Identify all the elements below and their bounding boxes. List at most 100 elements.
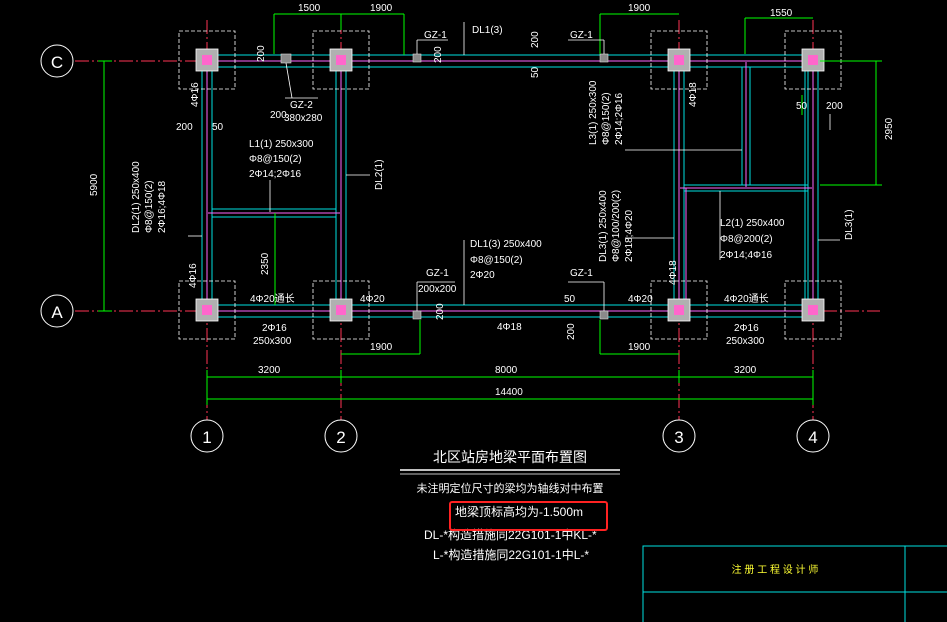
label-l1: L1(1) 250x300 [249, 139, 314, 150]
title-block-text: 注 册 工 程 设 计 师 [732, 563, 819, 576]
axis-label-2: 2 [336, 428, 345, 447]
dim-200-a: 200 [256, 45, 267, 62]
label-4f20t-right: 4Φ20通长 [724, 293, 769, 305]
label-l2-stir: Φ8@200(2) [720, 234, 773, 245]
column-c1 [178, 30, 236, 90]
label-gz1-bottom-right: GZ-1 [570, 268, 593, 279]
axis-label-1: 1 [202, 428, 211, 447]
dim-50-a: 50 [212, 122, 224, 133]
label-l3-stir: Φ8@150(2) [601, 92, 612, 145]
title-block: 北区站房地梁平面布置图 未注明定位尺寸的梁均为轴线对中布置 地梁顶标高均为-1.… [400, 449, 620, 562]
axis-label-c: C [51, 53, 63, 72]
dim-50-b: 50 [796, 101, 808, 112]
axis-bubble-1 [190, 419, 224, 453]
label-2f16-left: 2Φ16 [262, 323, 287, 334]
axis-label-4: 4 [808, 428, 817, 447]
dim-1900-bottom-right: 1900 [628, 342, 651, 353]
label-4f16-c1: 4Φ16 [190, 82, 201, 107]
label-gz2-size: 380x280 [284, 113, 323, 124]
label-dl1-3-stir: Φ8@150(2) [470, 255, 523, 266]
dim-3200-left: 3200 [258, 365, 281, 376]
dim-50-c: 50 [530, 66, 541, 78]
dim-1900-top-right: 1900 [628, 3, 651, 14]
title-table: 注 册 工 程 设 计 师 [642, 545, 947, 622]
dim-50-d: 50 [564, 294, 576, 305]
dim-5900: 5900 [89, 173, 100, 196]
columns [178, 30, 842, 340]
axis-bubble-3 [662, 419, 696, 453]
label-gz1-size: 200x200 [418, 284, 457, 295]
label-l2-bar: 2Φ14;4Φ16 [720, 250, 773, 261]
note-2: 地梁顶标高均为-1.500m [455, 504, 583, 519]
axis-bubble-2 [324, 419, 358, 453]
label-4f20-a3: 4Φ20 [628, 294, 653, 305]
dimension-texts: 1500 1900 1900 1550 3200 8000 3200 14400… [89, 3, 895, 398]
dim-2950: 2950 [884, 117, 895, 140]
column-a3 [650, 280, 708, 340]
note-1: 未注明定位尺寸的梁均为轴线对中布置 [417, 481, 604, 495]
dim-200-g: 200 [566, 323, 577, 340]
dim-1500: 1500 [298, 3, 321, 14]
leader-lines [188, 22, 840, 311]
dim-2350: 2350 [260, 252, 271, 275]
dim-14400: 14400 [495, 387, 523, 398]
axis-bubble-4 [796, 419, 830, 453]
label-dl3-full: DL3(1) 250x400 [598, 190, 609, 262]
walls [206, 60, 814, 312]
drawing-title: 北区站房地梁平面布置图 [433, 449, 587, 465]
label-dl2-stir: Φ8@150(2) [144, 180, 155, 233]
column-a1 [178, 280, 236, 340]
label-4f18-c3: 4Φ18 [688, 82, 699, 107]
dimension-lines [98, 13, 882, 405]
label-4f18-a3: 4Φ18 [668, 260, 679, 285]
highlight-box [449, 501, 608, 531]
dim-3200-right: 3200 [734, 365, 757, 376]
label-dl2-short: DL2(1) [374, 159, 385, 190]
label-l3-bar: 2Φ14;2Φ16 [614, 92, 625, 145]
dim-1900-bottom-left: 1900 [370, 342, 393, 353]
label-gz2: GZ-2 [290, 100, 313, 111]
dim-1550: 1550 [770, 8, 793, 19]
axis-bubble-a [40, 294, 74, 328]
dim-200-b: 200 [433, 46, 444, 63]
column-c2 [312, 30, 370, 90]
label-l3: L3(1) 250x300 [588, 80, 599, 145]
gz-columns [280, 53, 609, 320]
axis-bubbles: C A 1 2 3 4 [40, 44, 830, 453]
dim-8000: 8000 [495, 365, 518, 376]
dim-200-d: 200 [176, 122, 193, 133]
dim-1900-top: 1900 [370, 3, 393, 14]
label-dl1-3: DL1(3) [472, 25, 503, 36]
label-4f20t-left: 4Φ20通长 [250, 293, 295, 305]
dim-200-c: 200 [530, 31, 541, 48]
dim-200-h: 200 [270, 110, 287, 121]
axis-label-3: 3 [674, 428, 683, 447]
label-dl3-short: DL3(1) [844, 209, 855, 240]
label-2f16-right: 2Φ16 [734, 323, 759, 334]
dim-200-e: 200 [826, 101, 843, 112]
axis-label-a: A [51, 303, 63, 322]
label-dl3-bar: 2Φ18;4Φ20 [624, 209, 635, 262]
label-4f16-a1: 4Φ16 [188, 263, 199, 288]
note-4: L-*构造措施同22G101-1中L-* [433, 547, 589, 562]
label-l2: L2(1) 250x400 [720, 218, 785, 229]
axis-bubble-c [40, 44, 74, 78]
column-a4 [784, 280, 842, 340]
dim-200-f: 200 [435, 303, 446, 320]
label-l1-stir: Φ8@150(2) [249, 154, 302, 165]
label-dl3-stir: Φ8@100/200(2) [611, 190, 622, 262]
label-dl2-bar: 2Φ16;4Φ18 [157, 180, 168, 233]
beam-annotations: GZ-1 GZ-1 GZ-2 380x280 DL1(3) L1(1) 250x… [131, 25, 855, 347]
beams [200, 54, 820, 318]
column-c3 [650, 30, 708, 90]
label-gz1-bottom-left: GZ-1 [426, 268, 449, 279]
column-a2 [312, 280, 370, 340]
label-250x300-left: 250x300 [253, 336, 292, 347]
label-l1-bar: 2Φ14;2Φ16 [249, 169, 302, 180]
label-250x300-right: 250x300 [726, 336, 765, 347]
column-c4 [784, 30, 842, 90]
label-4f20-a2: 4Φ20 [360, 294, 385, 305]
label-gz1-top-right: GZ-1 [570, 30, 593, 41]
label-dl1-3-full: DL1(3) 250x400 [470, 239, 542, 250]
